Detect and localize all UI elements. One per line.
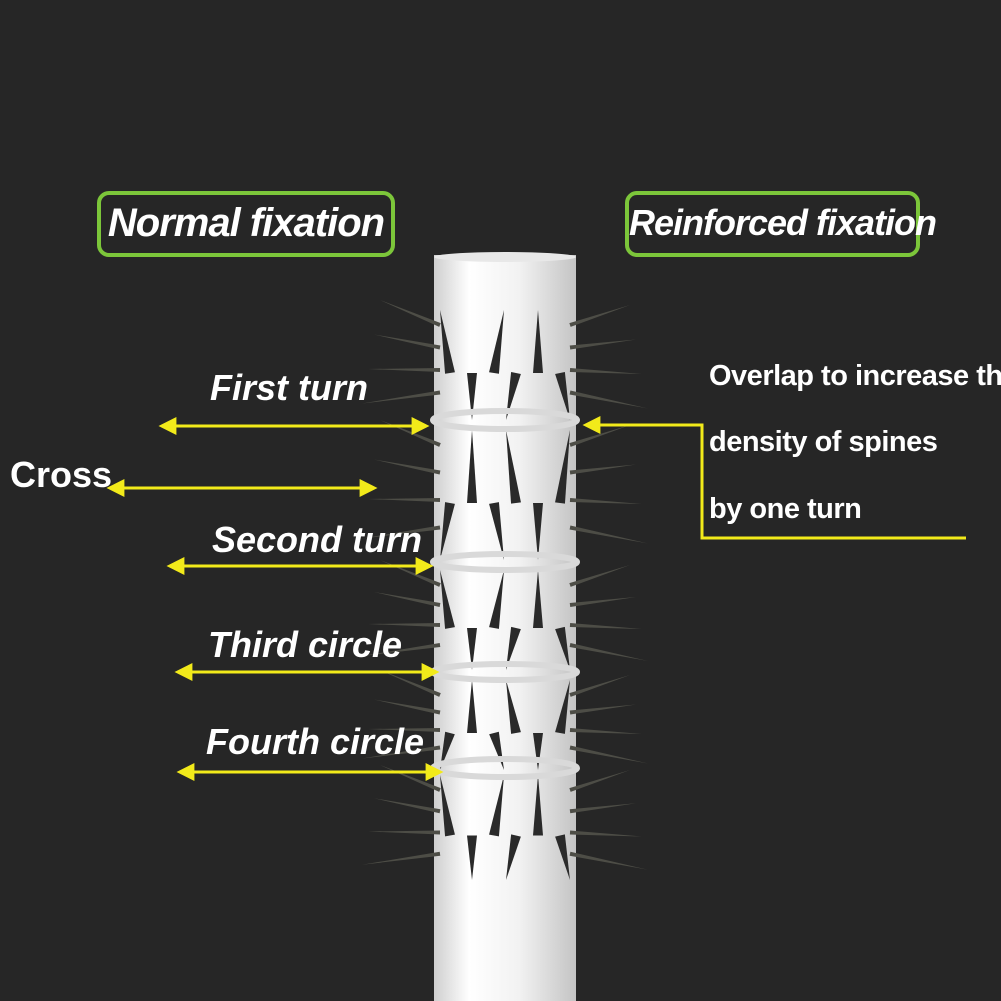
- label-third-circle: Third circle: [208, 624, 403, 665]
- pole: [434, 252, 576, 1001]
- spike: [374, 798, 441, 814]
- spike: [569, 305, 630, 327]
- spike: [489, 775, 504, 837]
- label-cross: Cross: [10, 454, 113, 495]
- spike: [440, 502, 455, 560]
- spike: [569, 597, 636, 607]
- arrows: [106, 416, 966, 781]
- spike: [489, 502, 504, 560]
- spike: [467, 680, 477, 733]
- spike: [533, 733, 543, 770]
- spike: [506, 371, 521, 420]
- spike: [555, 626, 570, 670]
- spike: [467, 430, 477, 503]
- label-first-turn: First turn: [210, 367, 368, 408]
- title-normal-fixation: Normal fixation: [97, 191, 395, 257]
- spike: [569, 803, 636, 814]
- spike: [368, 368, 441, 372]
- spike: [555, 430, 570, 504]
- spike: [569, 851, 648, 870]
- title-reinforced-fixation: Reinforced fixation: [625, 191, 937, 257]
- spike: [569, 390, 648, 409]
- spike: [533, 310, 543, 373]
- spike: [569, 525, 648, 544]
- spike: [569, 643, 648, 661]
- spike: [506, 430, 521, 504]
- spike-strip: [362, 300, 648, 880]
- spike: [368, 498, 441, 502]
- spike: [569, 498, 642, 504]
- spike: [569, 830, 642, 837]
- spike: [374, 592, 441, 607]
- spike: [555, 680, 570, 734]
- spike: [368, 728, 441, 732]
- spike: [440, 310, 455, 374]
- spike: [533, 570, 543, 628]
- spike: [569, 425, 630, 447]
- spike: [489, 310, 504, 374]
- note-line-3: by one turn: [709, 493, 862, 525]
- spike: [467, 835, 477, 880]
- spike: [569, 704, 636, 715]
- label-second-turn: Second turn: [212, 519, 423, 560]
- spike: [362, 851, 441, 865]
- spike: [506, 680, 521, 734]
- spike: [555, 371, 570, 420]
- spike: [569, 623, 642, 629]
- spike: [569, 464, 636, 475]
- spike: [569, 368, 642, 374]
- spike: [506, 626, 521, 670]
- spike: [380, 300, 441, 327]
- spike: [368, 830, 441, 835]
- spike: [569, 745, 648, 764]
- spike: [440, 775, 455, 837]
- spike: [533, 775, 543, 836]
- spike: [569, 339, 636, 350]
- spike: [380, 420, 441, 447]
- spike: [555, 834, 570, 880]
- note-line-1: Overlap to increase the: [709, 360, 1001, 392]
- spike: [374, 459, 441, 475]
- cable-tie-first: [430, 408, 580, 432]
- spike: [362, 525, 441, 539]
- spike: [374, 699, 441, 715]
- spike: [569, 728, 642, 734]
- spike: [533, 503, 543, 560]
- spike: [374, 334, 441, 350]
- arrow-reinforced-pointer: [582, 416, 966, 540]
- spike: [467, 628, 477, 670]
- spike: [489, 570, 504, 629]
- spike: [362, 643, 441, 656]
- spike: [569, 770, 630, 792]
- spike: [362, 745, 441, 759]
- spike: [467, 373, 477, 420]
- spike: [362, 390, 441, 404]
- note-line-2: density of spines: [709, 426, 938, 458]
- label-fourth-circle: Fourth circle: [206, 721, 425, 762]
- spike: [569, 675, 630, 697]
- spike: [506, 834, 521, 880]
- spike: [368, 623, 441, 627]
- spike: [569, 565, 630, 587]
- spike: [440, 570, 455, 629]
